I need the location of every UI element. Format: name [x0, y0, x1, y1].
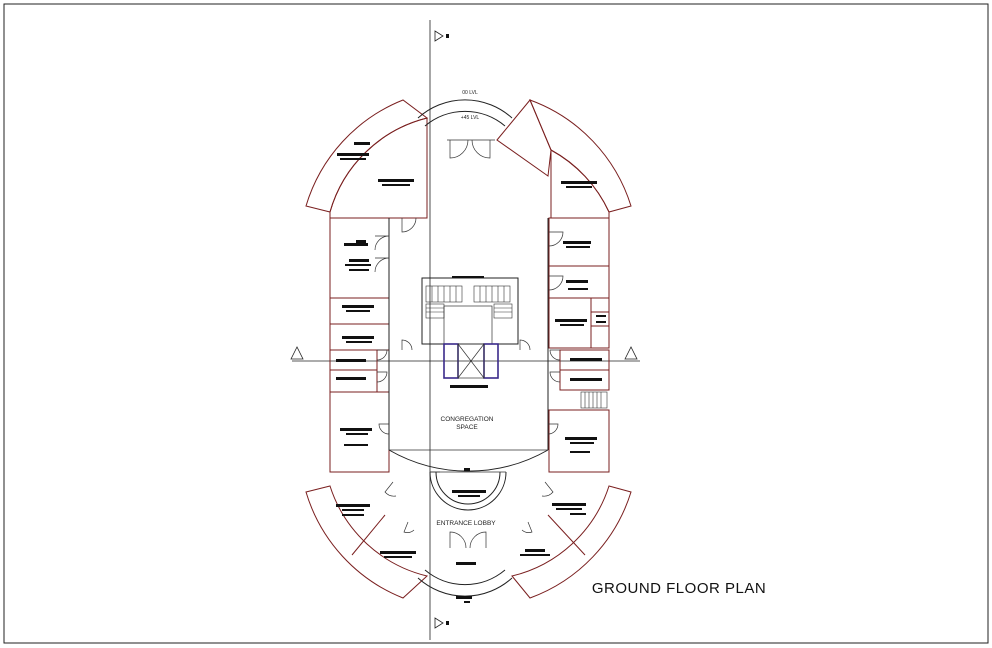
- level-label-upper: +45 LVL: [461, 115, 480, 121]
- congregation-space-label-line2: SPACE: [456, 424, 478, 431]
- outer-walls: [305, 99, 632, 599]
- section-marker-right: [624, 346, 638, 360]
- room-label-bars: [336, 142, 606, 603]
- level-label-top: 00 LVL: [462, 90, 478, 96]
- right-stair: [580, 391, 608, 409]
- section-marker-top: [434, 30, 449, 42]
- section-marker-bottom: [434, 617, 449, 629]
- sheet-border: [3, 3, 989, 644]
- lift-shafts: [443, 343, 499, 379]
- central-core: [421, 277, 519, 379]
- section-marker-left: [290, 346, 304, 360]
- section-lines: [290, 20, 640, 640]
- drawing-title: GROUND FLOOR PLAN: [592, 580, 766, 597]
- entrance-lobby-label: ENTRANCE LOBBY: [436, 520, 496, 527]
- congregation-space-label-line1: CONGREGATION: [441, 416, 494, 423]
- doors: [374, 139, 564, 549]
